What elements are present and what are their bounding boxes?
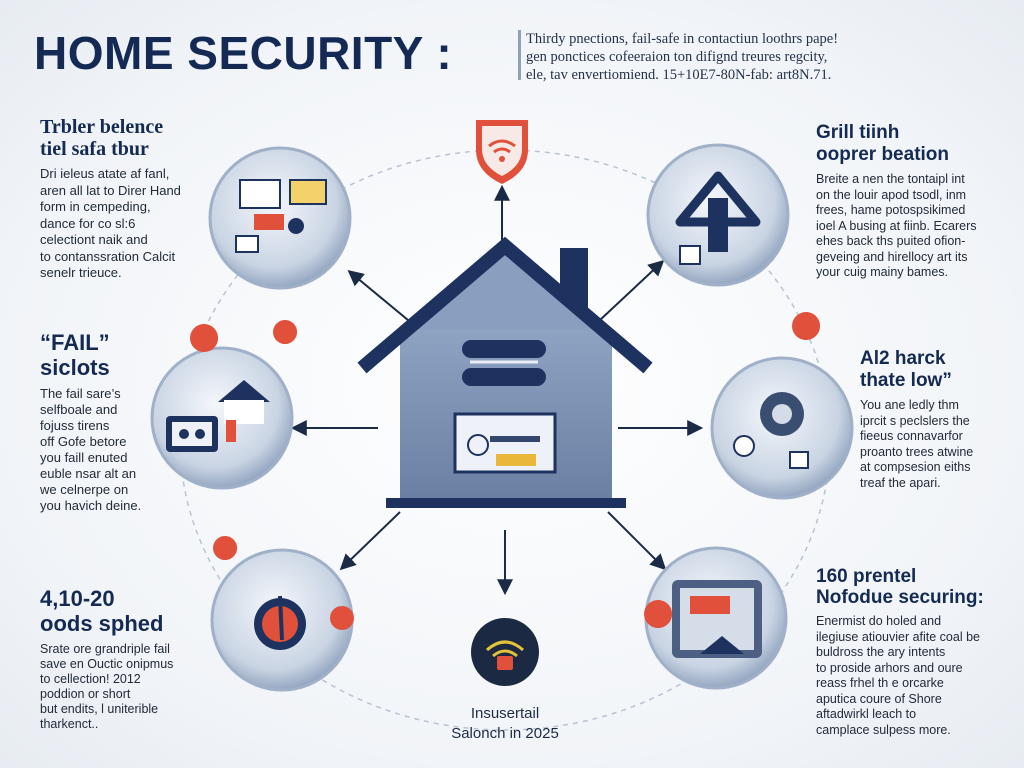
block-heading: Trbler belence [40,116,164,138]
block-line: selfboale and [40,402,118,417]
block-line: on the louir apod tsodl, inm [816,187,967,202]
block-line: we celnerpe on [40,482,129,497]
block-heading: Grill tiinh [816,122,900,143]
block-heading: Al2 harck [860,348,946,369]
block-line: reass frhel th e orcarke [816,676,944,690]
block-line: poddion or short [40,687,131,701]
block-line: camplace sulpess more. [816,722,951,737]
text-block-left-mid: “FAIL” siclots The fail sare’s selfboale… [40,330,170,514]
disc-top-left [208,146,352,290]
caption-line: Insusertail [470,705,540,722]
bottom-caption: Insusertail Salonch in 2025 [420,704,590,744]
disc-bottom-left [210,548,354,692]
shield-wifi-icon [476,120,528,184]
text-block-left-top: Trbler belence tiel safa tbur Dri ieleus… [40,116,230,282]
block-line: Breite a nen the tontaipl int [816,172,965,186]
block-heading: thate low” [860,370,952,391]
block-heading: 160 prentel [816,566,917,587]
block-heading: “FAIL” [40,330,110,355]
block-line: at compsesion eiths [860,460,971,474]
block-line: treaf the apari. [860,475,941,490]
block-line: to proside arhors and oure [816,660,963,675]
block-line: aren all lat to Direr Hand [40,182,181,198]
block-line: The fail sare’s [40,386,121,401]
house-illustration [357,236,653,508]
block-line: frees, hame potospsikimed [816,203,966,217]
text-block-right-mid: Al2 harck thate low” You ane ledly thm i… [860,348,1010,491]
title-divider [518,30,521,80]
block-line: ehes back ths puited ofion- [816,234,966,248]
subtitle-line: gen ponctices cofeeraion ton difignd tre… [526,49,828,65]
block-line: ilegiuse atiouvier afite coal be [816,629,980,644]
block-line: fojuss tirens [40,418,110,433]
subtitle-line: Thirdy pnections, fail-safe in contactiu… [526,31,839,47]
block-line: celectiont naik and [40,232,148,247]
block-line: senelr trieuce. [40,265,122,280]
block-heading: Nofodue securing: [816,587,984,608]
block-line: save en Ouctic onipmus [40,657,174,671]
block-line: aputica coure of Shore [816,691,942,706]
block-line: tharkenct.. [40,717,99,731]
block-line: Dri ieleus atate af fanl, [40,166,170,181]
subtitle-line: ele, tav envertiomiend. 15+10E7-80N-fab:… [526,67,832,83]
block-line: but endits, l uniterible [40,702,159,716]
block-line: ioel A busing at fiinb. Ecarers [816,218,977,233]
block-heading: oods sphed [40,611,164,636]
block-line: you faill enuted [40,450,128,465]
text-block-left-bottom: 4,10-20 oods sphed Srate ore grandriple … [40,586,220,732]
block-line: euble nsar alt an [40,466,137,481]
block-heading: siclots [40,355,110,380]
block-line: proanto trees atwine [860,444,974,459]
block-line: geveing and hirellocy art its [816,249,968,264]
text-block-right-top: Grill tiinh ooprer beation Breite a nen … [816,122,1016,281]
block-line: to cellection! 2012 [40,672,141,686]
block-line: you havich deine. [40,498,142,513]
block-heading: ooprer beation [816,144,950,165]
page-title: HOME SECURITY : [34,27,453,79]
caption-line: Salonch in 2025 [451,725,559,742]
wifi-lock-icon [471,618,539,686]
block-line: iprcit s peclslers the [860,413,970,428]
block-line: fieeus connavarfor [860,429,963,443]
location-pin-icon [190,312,821,628]
block-line: form in cempeding, [40,199,151,214]
text-block-right-bottom: 160 prentel Nofodue securing: Enermist d… [816,566,1016,738]
block-line: off Gofe betore [40,434,127,449]
block-heading: 4,10-20 [40,586,115,611]
disc-mid-right [710,356,854,500]
page-subtitle: Thirdy pnections, fail-safe in contactiu… [526,30,926,84]
block-line: aftadwirkl leach to [816,707,917,721]
disc-mid-left [150,346,294,490]
disc-top-right [646,143,790,287]
block-line: your cuig mainy bames. [816,265,949,279]
block-line: to contanssration Calcit [40,248,176,264]
block-line: dance for co sl:6 [40,215,136,231]
block-line: buldross the ary intents [816,645,946,659]
block-heading: tiel safa tbur [40,138,149,160]
block-line: You ane ledly thm [860,398,959,412]
block-line: Enermist do holed and [816,614,942,628]
block-line: Srate ore grandriple fail [40,642,170,656]
